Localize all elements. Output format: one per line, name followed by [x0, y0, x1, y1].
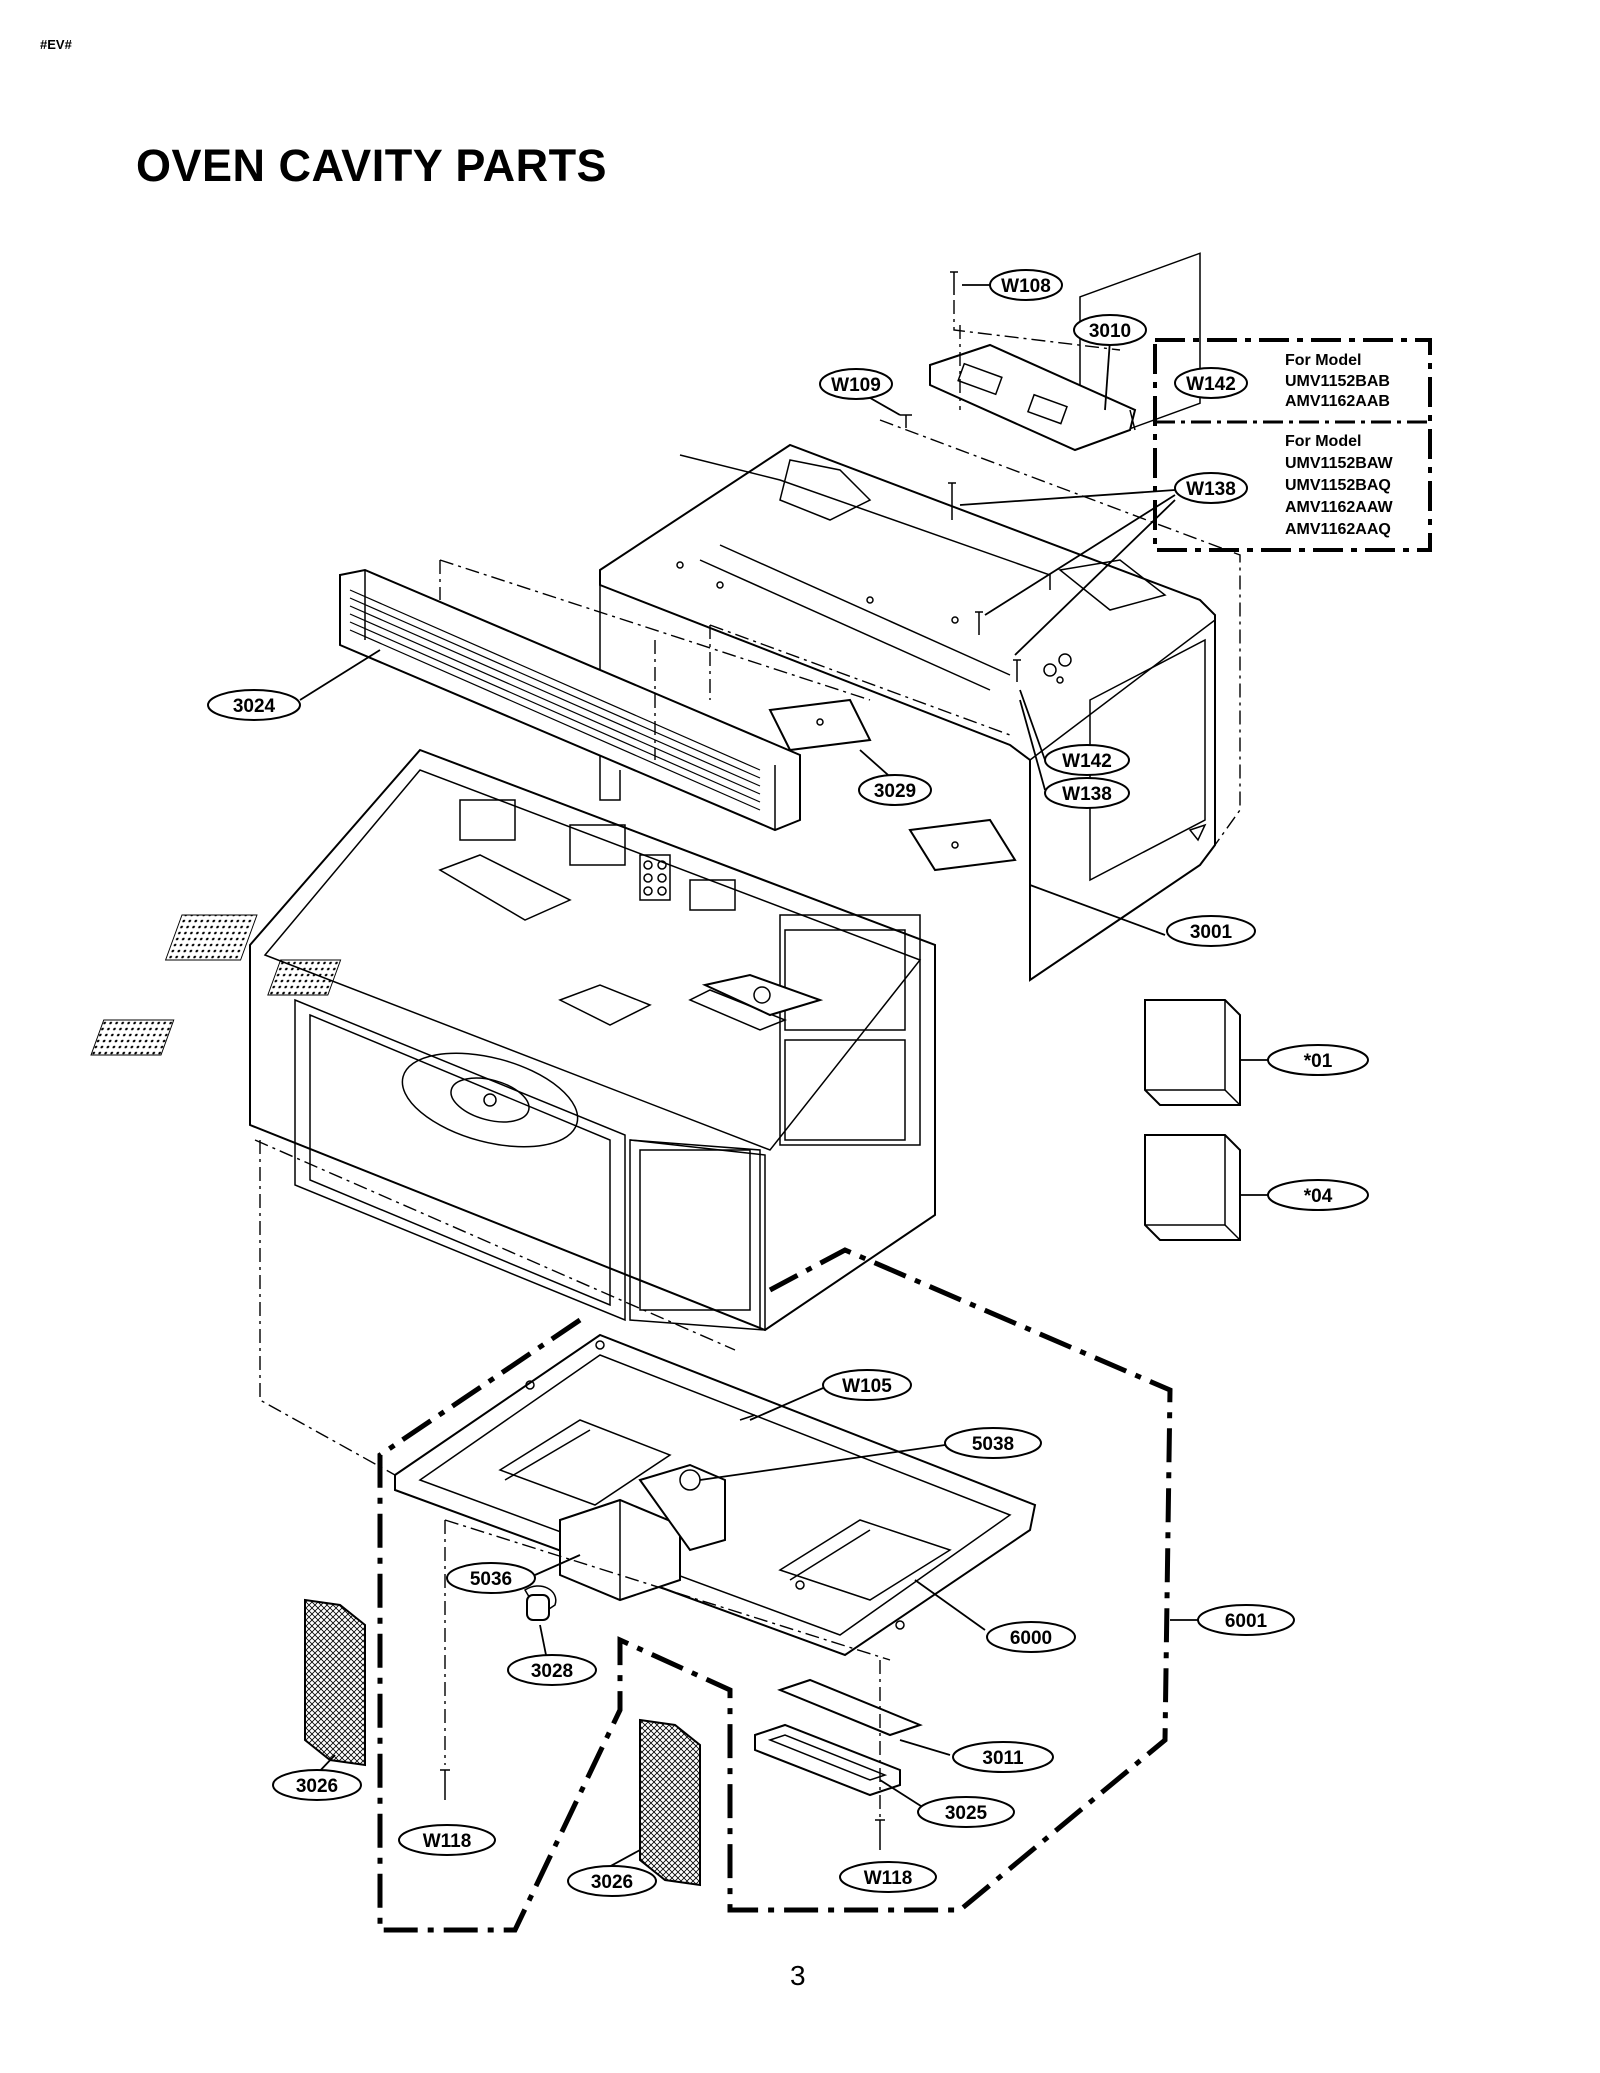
filter-3026-left: [304, 1598, 366, 1767]
bracket-3010: [929, 343, 1137, 452]
callout-3029: 3029: [874, 781, 916, 802]
model-group-2-model-3: AMV1162AAW: [1285, 499, 1393, 516]
model-group-1-heading: For Model: [1285, 352, 1361, 369]
callout-star04: *04: [1304, 1186, 1333, 1207]
callout-3026-bottom: 3026: [591, 1872, 633, 1893]
model-group-2-model-1: UMV1152BAW: [1285, 455, 1393, 472]
callout-w142-box: W142: [1186, 374, 1236, 395]
callout-3028: 3028: [531, 1661, 573, 1682]
callout-3010: 3010: [1089, 321, 1131, 342]
model-group-2-model-2: UMV1152BAQ: [1285, 477, 1391, 494]
callout-3026-left: 3026: [296, 1776, 338, 1797]
alignment-lines: [254, 300, 1241, 1820]
callout-w138-side: W138: [1062, 784, 1112, 805]
box-04: [1144, 1134, 1241, 1241]
callout-star01: *01: [1304, 1051, 1333, 1072]
model-group-2-heading: For Model: [1285, 433, 1361, 450]
assembly-boundary-6001: [377, 1247, 1173, 1933]
filter-3026-bottom: [639, 1718, 701, 1887]
model-legend-text: For Model UMV1152BAB AMV1162AAB For Mode…: [1285, 352, 1393, 538]
callout-w118-left: W118: [423, 1831, 472, 1852]
callout-w142-side: W142: [1062, 751, 1112, 772]
outer-case-3001: [599, 252, 1216, 982]
screw-icons: [440, 271, 1021, 1850]
base-plate-6000: [394, 1333, 1037, 1657]
callout-6001: 6001: [1225, 1611, 1268, 1632]
callout-w138-top: W138: [1186, 479, 1236, 500]
callout-w118-right: W118: [864, 1868, 913, 1889]
bracket-3029: [768, 698, 1017, 872]
callout-labels: W108 3010 W109 W142 W138 3024 W142 W138 …: [233, 276, 1333, 1893]
box-01: [1144, 999, 1241, 1106]
model-group-1-model-2: AMV1162AAB: [1285, 393, 1390, 410]
header-code: #EV#: [40, 37, 72, 52]
callout-w108: W108: [1001, 276, 1051, 297]
callout-3001: 3001: [1190, 922, 1233, 943]
callout-3011: 3011: [982, 1748, 1024, 1769]
tray-3025: [754, 1723, 901, 1797]
model-group-2-model-4: AMV1162AAQ: [1285, 521, 1391, 538]
callout-5038: 5038: [972, 1434, 1014, 1455]
model-group-1-model-1: UMV1152BAB: [1285, 373, 1390, 390]
callout-w105: W105: [842, 1376, 892, 1397]
inner-cavity: [90, 748, 936, 1332]
page-number: 3: [790, 1960, 806, 1991]
callout-3024: 3024: [233, 696, 276, 717]
cover-3011: [777, 1678, 923, 1737]
callout-5036: 5036: [470, 1569, 512, 1590]
model-legend-box: [1153, 338, 1432, 552]
callout-w109: W109: [831, 375, 881, 396]
page-title: OVEN CAVITY PARTS: [136, 140, 608, 191]
grille-3024: [339, 568, 801, 832]
callout-ovals: [207, 269, 1369, 1897]
callout-6000: 6000: [1010, 1628, 1052, 1649]
callout-3025: 3025: [945, 1803, 988, 1824]
